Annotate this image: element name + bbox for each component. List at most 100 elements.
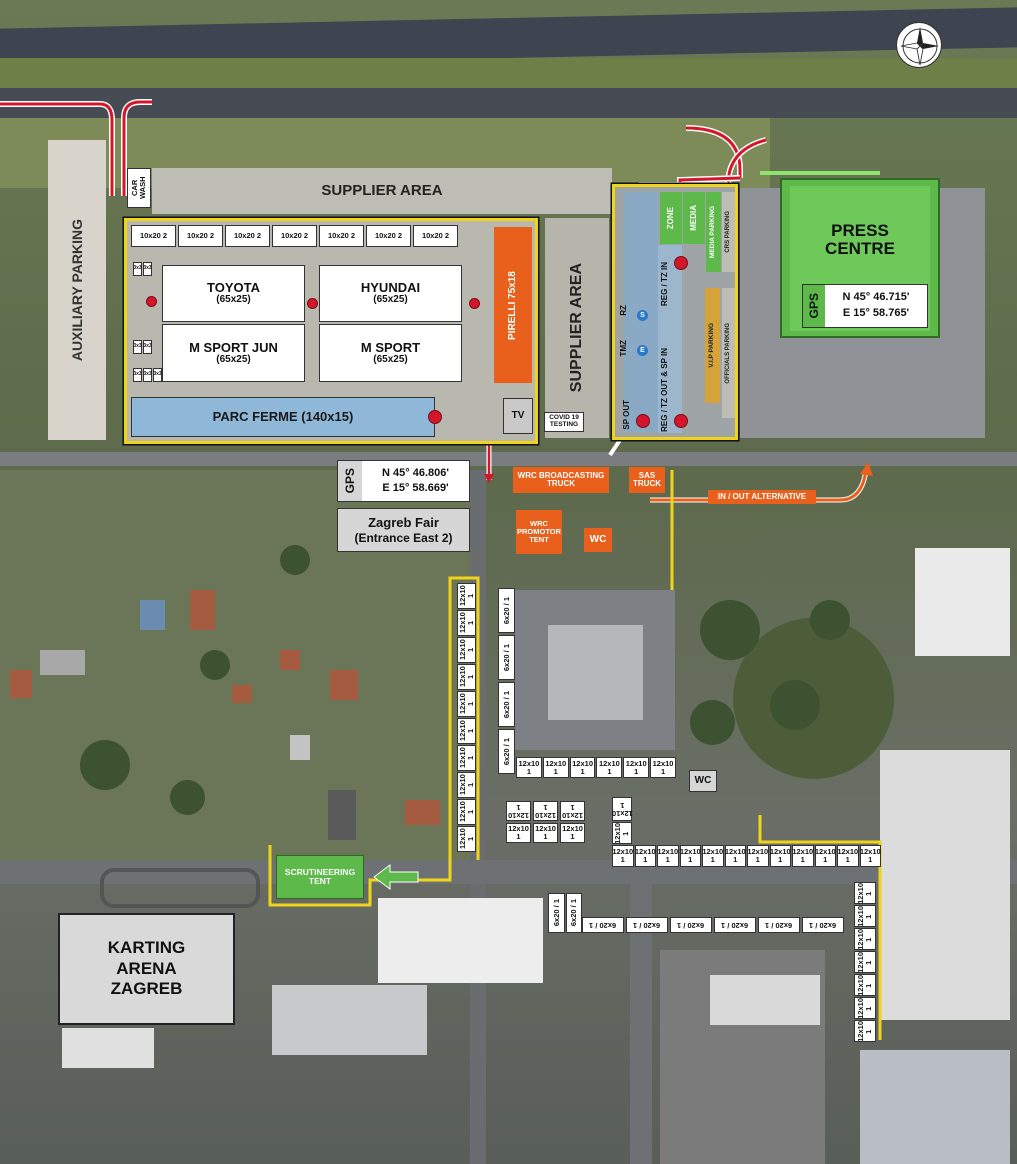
zone-label: ZONE [665, 206, 675, 230]
stall-text: 12x10 1 [856, 905, 873, 927]
tree [80, 740, 130, 790]
stall-long-row: 12x10 1 12x10 1 12x10 1 12x10 1 12x10 1 … [612, 845, 881, 867]
stall-text: 12x10 1 [856, 928, 873, 950]
stall-12x10: 12x10 1 [634, 845, 656, 867]
stall-12x10: 12x10 1 [542, 757, 569, 778]
house [330, 670, 358, 700]
scrutineering-tent: SCRUTINEERING TENT [276, 855, 364, 899]
wc-mid-label: WC [694, 774, 712, 786]
press-gps-coords: N 45° 46.715' E 15° 58.765' [825, 285, 927, 327]
road-middle [0, 452, 1017, 466]
stall-12x10: 12x10 1 [596, 757, 623, 778]
top-stall-row: 10x20 2 10x20 2 10x20 2 10x20 2 10x20 2 … [131, 225, 466, 247]
tree [770, 680, 820, 730]
zagreb-fair-label: Zagreb Fair [368, 514, 439, 530]
s-marker-label: S [640, 311, 645, 319]
house [280, 650, 300, 670]
compass-rose-icon [896, 22, 942, 68]
road-bottom-vert [630, 870, 652, 1164]
covid-testing-label: COVID 19 TESTING [549, 414, 579, 428]
team-toyota: TOYOTA (65x25) [162, 265, 305, 322]
rz-label: RZ [619, 305, 628, 316]
stall-12x10: 12x10 1 [457, 583, 476, 609]
house [190, 590, 215, 630]
stall-text: 6x20 / 1 [569, 899, 579, 927]
team-hyundai-size: (65x25) [373, 294, 408, 306]
zagreb-fair-entrance: Zagreb Fair (Entrance East 2) [337, 508, 470, 552]
main-gps-box: GPS N 45° 46.806' E 15° 58.669' [337, 460, 470, 502]
stall-12x10: 12x10 1 [657, 845, 679, 867]
stall-12x10: 12x10 1 [560, 823, 585, 843]
tree [700, 600, 760, 660]
stall-text: 12x10 1 [457, 612, 475, 634]
press-gps-e: E 15° 58.765' [842, 307, 910, 319]
supplier-area-side: SUPPLIER AREA [545, 218, 609, 438]
team-hyundai: HYUNDAI (65x25) [319, 265, 462, 322]
crs-parking-label: CRS PARKING [725, 211, 732, 253]
building-bottom-left-2 [272, 985, 427, 1055]
reg-tz-out-label: REG / TZ OUT & SP IN [660, 348, 669, 432]
stall-6x20: 6x20 / 1 [498, 588, 515, 633]
stall-12x10: 12x10 1 [457, 745, 476, 771]
stall-text: 6x20 / 1 [501, 690, 511, 719]
house [232, 685, 252, 703]
stall-small: 3x3 [153, 368, 162, 382]
reg-tz-in-label: REG / TZ IN [660, 262, 669, 306]
sas-truck-label: SAS TRUCK [633, 470, 661, 488]
stall-text: 12x10 1 [856, 1020, 873, 1042]
supplier-area-top: SUPPLIER AREA [152, 168, 612, 214]
stall-12x10: 12x10 1 [457, 664, 476, 690]
karting-track [100, 868, 260, 908]
stall-12x10: 12x10 1 [457, 772, 476, 798]
house-roof [328, 790, 356, 840]
stall-12x10: 12x10 1 [854, 974, 876, 996]
team-msport-size: (65x25) [373, 353, 408, 365]
tmz-label: TMZ [619, 340, 628, 357]
stall-text: 12x10 1 [535, 803, 556, 820]
parc-ferme-label: PARC FERME (140x15) [212, 409, 354, 425]
team-msport-jun-name: M SPORT JUN [189, 339, 278, 355]
vip-parking-label: V.I.P PARKING [708, 323, 716, 368]
stall-6x20: 6x20 / 1 [758, 917, 800, 933]
pirelli-area: PIRELLI 75x18 [494, 227, 532, 383]
stall-small: 3x3 [143, 368, 152, 382]
stall-12x10: 12x10 1 [650, 757, 676, 778]
stall-text: 12x10 1 [613, 822, 630, 844]
stall-text: 6x20 / 1 [721, 920, 749, 930]
officials-parking-label: OFFICIALS PARKING [725, 322, 732, 384]
wrc-promotor-tent: WRC PROMOTOR TENT [516, 510, 562, 554]
wc-mid: WC [689, 770, 717, 792]
red-dot-marker-icon [636, 414, 650, 428]
stall-12x10: 12x10 1 [854, 905, 876, 927]
team-toyota-size: (65x25) [216, 294, 251, 306]
stall-12x10: 12x10 1 [533, 823, 558, 843]
scrutineering-label: SCRUTINEERING TENT [284, 867, 356, 886]
stall-12x10: 12x10 1 [769, 845, 791, 867]
media-label: MEDIA [688, 205, 698, 231]
stall-text: 12x10 1 [856, 974, 873, 996]
main-gps-e: E 15° 58.669' [382, 481, 449, 494]
press-gps-tag-label: GPS [806, 293, 821, 319]
wrc-broadcasting-truck: WRC BROADCASTING TRUCK [513, 467, 609, 493]
stall-12x10: 12x10 1 [623, 757, 650, 778]
house [10, 670, 32, 698]
crs-parking: CRS PARKING [722, 192, 735, 272]
stall-12x10: 12x10 1 [506, 823, 531, 843]
main-gps-n: N 45° 46.806' [382, 466, 449, 479]
stall-12x10: 12x10 1 [854, 997, 876, 1019]
s-marker: S [637, 310, 648, 321]
building-bottom-center-roof [710, 975, 820, 1025]
tree [170, 780, 205, 815]
stall-text: 6x20 / 1 [501, 596, 511, 625]
stall-6x20: 6x20 / 1 [582, 917, 624, 933]
stall-column-6x20: 6x20 / 1 6x20 / 1 6x20 / 1 6x20 / 1 [498, 588, 515, 778]
stall-12x10: 12x10 1 [724, 845, 746, 867]
e-marker-label: E [640, 346, 645, 354]
team-toyota-name: TOYOTA [207, 280, 260, 296]
stall-text: 12x10 1 [508, 803, 529, 820]
stall-6x20: 6x20 / 1 [548, 893, 565, 933]
stall-12x10-rotated: 12x10 1 [612, 797, 632, 821]
stall-12x10: 12x10 1 [854, 882, 876, 904]
highway-second [0, 88, 1017, 118]
stall-small: 3x3 [133, 340, 142, 354]
